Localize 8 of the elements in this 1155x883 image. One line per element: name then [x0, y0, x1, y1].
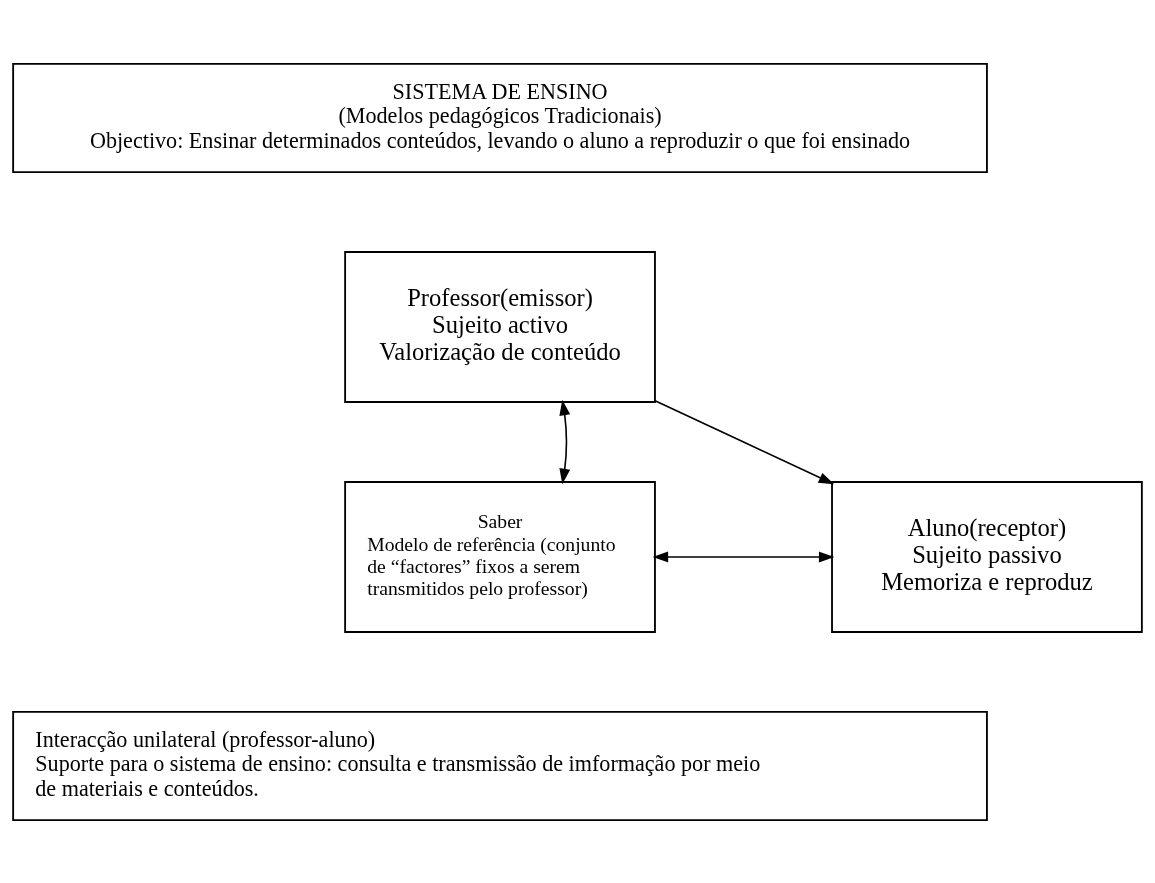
arrow: [654, 399, 835, 484]
arrow: [652, 551, 835, 562]
node-box: Aluno(receptor) Sujeito passivo Memoriza e reproduz: [831, 480, 1143, 633]
node-box: Saber Modelo de referência (conjunto de “factores” fixos a serem transmitidos pelo professor): [344, 480, 656, 633]
node-box: Professor(emissor) Sujeito activo Valorização de conteúdo: [344, 250, 656, 403]
arrow: [559, 399, 571, 484]
node-box: Interacção unilateral (professor-aluno) Suporte para o sistema de ensino: consulta e transmissão de imformação por meio de materiais e conteúdos.: [12, 710, 988, 821]
node-box: SISTEMA DE ENSINO (Modelos pedagógicos Tradicionais) Objectivo: Ensinar determinados conteúdos, levando o aluno a reproduzir o que foi ensinado: [12, 62, 988, 173]
